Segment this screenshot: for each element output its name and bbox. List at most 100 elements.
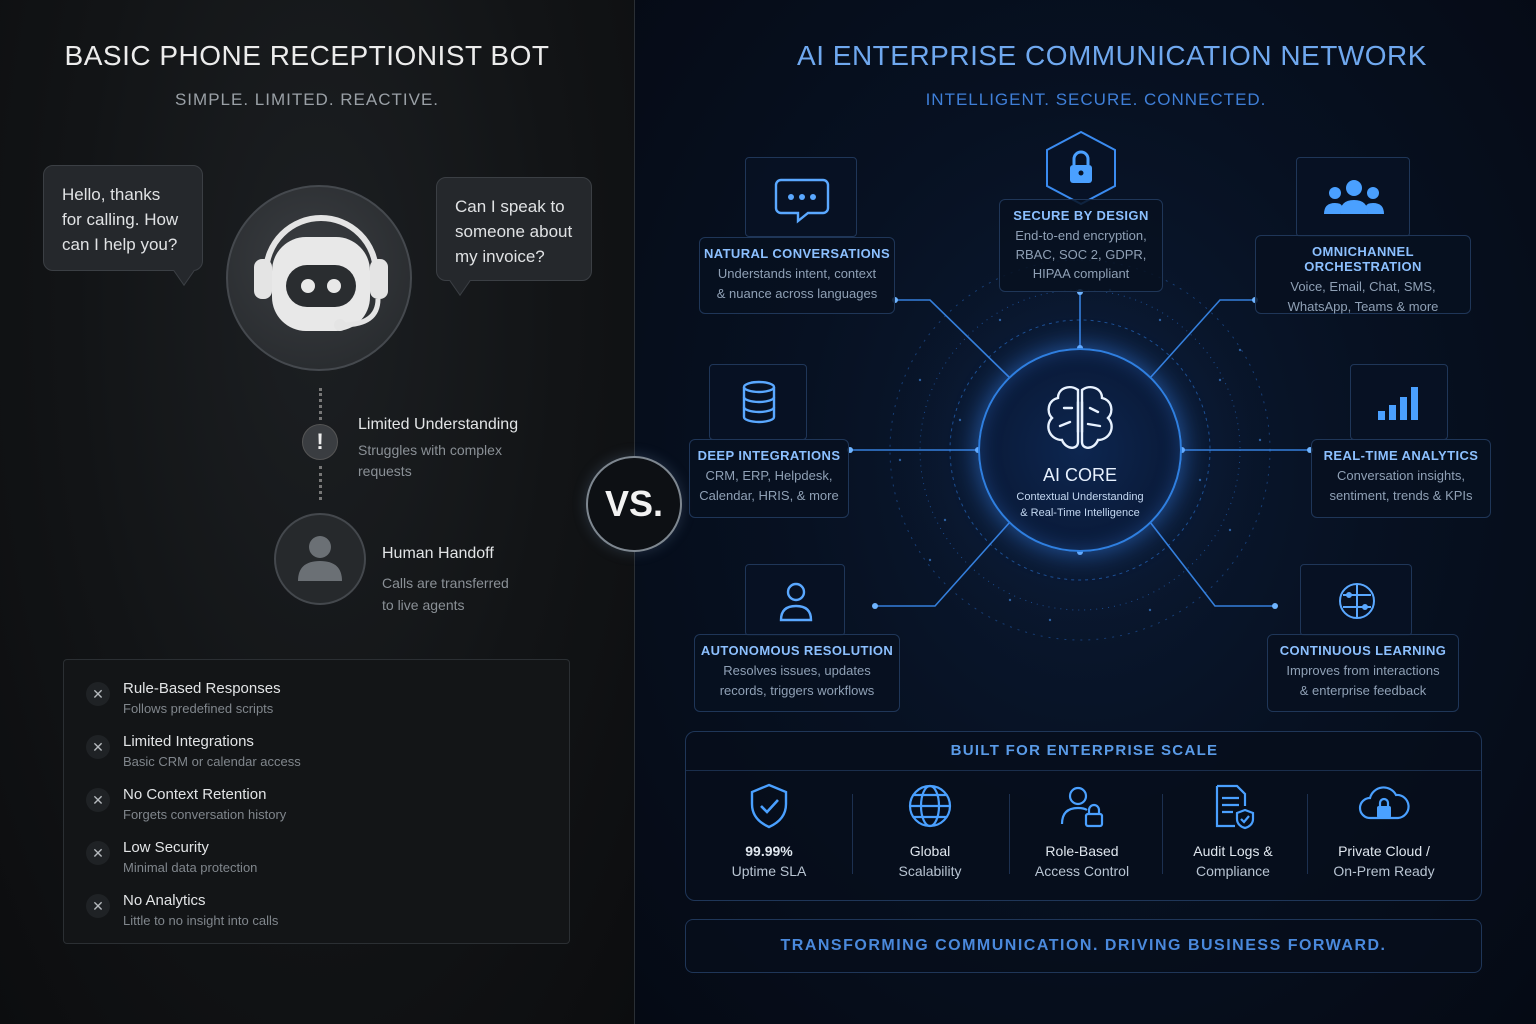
limitation-desc: Follows predefined scripts — [123, 701, 274, 716]
bot-speech-bubble: Hello, thanks for calling. How can I hel… — [43, 165, 203, 271]
user-speech-bubble: Can I speak to someone about my invoice? — [436, 177, 592, 281]
users-group-icon — [1324, 180, 1384, 214]
right-subtitle: INTELLIGENT. SECURE. CONNECTED. — [925, 90, 1267, 109]
left-subtitle: SIMPLE. LIMITED. REACTIVE. — [174, 90, 440, 109]
scale-divider — [852, 794, 853, 874]
scale-item-uptime: 99.99% Uptime SLA — [694, 782, 844, 879]
human-handoff-title: Human Handoff — [382, 545, 494, 562]
x-icon: ✕ — [86, 841, 110, 865]
feature-deep-integrations: DEEP INTEGRATIONS CRM, ERP, Helpdesk, Ca… — [689, 439, 849, 518]
right-title: AI ENTERPRISE COMMUNICATION NETWORK — [797, 40, 1427, 71]
feature-desc-line: Resolves issues, updates — [723, 663, 871, 678]
scale-item-role-based: Role-Based Access Control — [1007, 782, 1157, 879]
scale-item-title: Global — [909, 843, 951, 859]
feature-secure-by-design: SECURE BY DESIGN End-to-end encryption, … — [999, 199, 1163, 292]
ai-core: AI CORE Contextual Understanding & Real-… — [978, 348, 1182, 552]
feature-title: NATURAL CONVERSATIONS — [703, 246, 891, 261]
lock-hexagon-icon — [1046, 130, 1116, 206]
feature-desc-line: RBAC, SOC 2, GDPR, — [1015, 247, 1147, 262]
limited-understanding-title: Limited Understanding — [358, 416, 519, 433]
limitation-title: Limited Integrations — [123, 733, 254, 750]
brain-circuit-icon — [1339, 583, 1375, 619]
feature-title: OMNICHANNEL ORCHESTRATION — [1304, 244, 1422, 274]
limitation-desc: Little to no insight into calls — [123, 913, 279, 928]
x-icon: ✕ — [86, 682, 110, 706]
ai-core-desc-1: Contextual Understanding — [1016, 491, 1144, 503]
document-shield-icon — [1215, 784, 1255, 830]
shield-check-icon — [750, 783, 788, 829]
feature-desc-line: & enterprise feedback — [1299, 683, 1427, 698]
feature-desc-line: Calendar, HRIS, & more — [699, 488, 839, 503]
feature-desc-line: & nuance across languages — [716, 286, 878, 301]
feature-omnichannel-orchestration: OMNICHANNEL ORCHESTRATION Voice, Email, … — [1255, 235, 1471, 314]
person-icon — [298, 536, 342, 581]
scale-item-title: Role-Based — [1045, 843, 1119, 859]
scale-divider — [1162, 794, 1163, 874]
scale-item-sub: Compliance — [1196, 863, 1270, 879]
user-lock-icon — [1060, 786, 1104, 828]
flow-dotted-line-2 — [319, 466, 322, 500]
feature-continuous-learning: CONTINUOUS LEARNING Improves from intera… — [1267, 634, 1459, 712]
scale-item-audit-logs: Audit Logs & Compliance — [1158, 782, 1308, 879]
feature-title: CONTINUOUS LEARNING — [1279, 643, 1447, 658]
robot-avatar — [226, 185, 412, 371]
scale-item-title: 99.99% — [745, 843, 793, 859]
scale-separator — [686, 770, 1481, 771]
feature-natural-conversations: NATURAL CONVERSATIONS Understands intent… — [699, 237, 895, 314]
x-icon: ✕ — [86, 788, 110, 812]
user-icon — [779, 582, 813, 622]
feature-title: AUTONOMOUS RESOLUTION — [700, 643, 894, 658]
feature-desc-line: WhatsApp, Teams & more — [1287, 299, 1439, 314]
limitation-title: Rule-Based Responses — [123, 680, 281, 697]
scale-item-sub: On-Prem Ready — [1333, 863, 1435, 879]
ai-core-desc-2: & Real-Time Intelligence — [1020, 507, 1140, 519]
feature-title: DEEP INTEGRATIONS — [697, 448, 841, 463]
limited-understanding-desc: Struggles with complex requests — [358, 442, 502, 479]
database-icon — [742, 380, 776, 424]
scale-item-private-cloud: Private Cloud / On-Prem Ready — [1309, 782, 1459, 879]
feature-desc-line: Voice, Email, Chat, SMS, — [1290, 279, 1436, 294]
cloud-lock-icon — [1358, 786, 1410, 820]
feature-desc-line: HIPAA compliant — [1032, 266, 1130, 281]
user-speech-text: Can I speak to someone about my invoice? — [455, 197, 573, 266]
human-agent-avatar — [274, 513, 366, 605]
user-icon-tile — [745, 564, 845, 636]
feature-desc-line: records, triggers workflows — [719, 683, 875, 698]
scale-item-title: Audit Logs & — [1193, 843, 1273, 859]
limitation-desc: Basic CRM or calendar access — [123, 754, 301, 769]
scale-item-sub: Uptime SLA — [731, 863, 807, 879]
globe-icon — [908, 784, 952, 828]
feature-autonomous-resolution: AUTONOMOUS RESOLUTION Resolves issues, u… — [694, 634, 900, 712]
flow-dotted-line-1 — [319, 388, 322, 420]
users-icon-tile — [1296, 157, 1410, 237]
chart-icon-tile — [1350, 364, 1448, 440]
limitation-desc: Minimal data protection — [123, 860, 258, 875]
human-handoff-desc: Calls are transferred to live agents — [382, 575, 509, 613]
ai-core-title: AI CORE — [1042, 465, 1117, 485]
scale-item-title: Private Cloud / — [1338, 843, 1430, 859]
feature-desc-line: CRM, ERP, Helpdesk, — [705, 468, 833, 483]
limitation-title: No Context Retention — [123, 786, 267, 803]
x-icon: ✕ — [86, 894, 110, 918]
feature-desc-line: Conversation insights, — [1337, 468, 1465, 483]
warning-icon: ! — [302, 424, 338, 460]
robot-headset-icon — [254, 215, 388, 331]
bot-speech-text: Hello, thanks for calling. How can I hel… — [62, 185, 179, 254]
scale-item-global: Global Scalability — [855, 782, 1005, 879]
limitations-list: ✕ Rule-Based Responses Follows predefine… — [63, 659, 570, 944]
x-icon: ✕ — [86, 735, 110, 759]
database-icon-tile — [709, 364, 807, 440]
feature-desc-line: Understands intent, context — [717, 266, 877, 281]
scale-divider — [1009, 794, 1010, 874]
footer-banner: TRANSFORMING COMMUNICATION. DRIVING BUSI… — [685, 919, 1482, 973]
chat-icon-tile — [745, 157, 857, 237]
limitation-desc: Forgets conversation history — [123, 807, 287, 822]
scale-item-sub: Access Control — [1034, 863, 1130, 879]
vs-badge: VS. — [586, 456, 682, 552]
limitation-title: No Analytics — [123, 892, 206, 909]
scale-divider — [1307, 794, 1308, 874]
brain-icon — [1047, 386, 1113, 449]
feature-title: SECURE BY DESIGN — [1013, 208, 1149, 223]
learning-icon-tile — [1300, 564, 1412, 636]
scale-title: BUILT FOR ENTERPRISE SCALE — [950, 742, 1219, 759]
